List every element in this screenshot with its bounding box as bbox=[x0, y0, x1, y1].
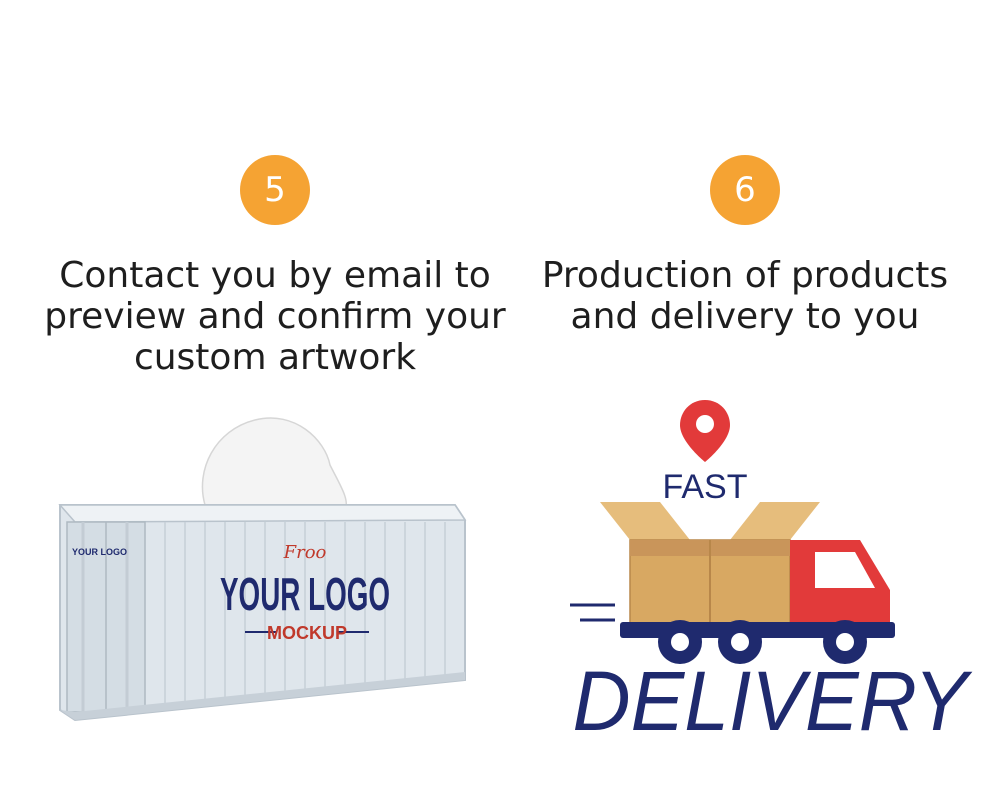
caption-line: and delivery to you bbox=[570, 296, 920, 337]
container-bottom-rail bbox=[60, 672, 465, 720]
container-corrugation bbox=[164, 522, 446, 710]
step-caption: Production of products and delivery to y… bbox=[542, 255, 948, 337]
truck-wheels bbox=[658, 620, 867, 664]
box-flap bbox=[600, 502, 690, 540]
step-number-badge: 6 bbox=[710, 155, 780, 225]
script-text: Froo bbox=[283, 542, 327, 563]
location-pin-icon bbox=[680, 400, 730, 462]
caption-line: Production of products bbox=[541, 255, 949, 296]
step-5: 5 Contact you by email to preview and co… bbox=[25, 155, 525, 378]
caption-line: preview and confirm your bbox=[44, 296, 506, 337]
fast-delivery-image: FAST DELIVERY bbox=[570, 400, 974, 748]
delivery-text: DELIVERY bbox=[573, 654, 974, 748]
container-tissue-box-image: YOUR LOGO Froo YOUR LOGO MOCKUP bbox=[58, 417, 467, 722]
logo-text: YOUR LOGO bbox=[220, 568, 390, 620]
step-6: 6 Production of products and delivery to… bbox=[495, 155, 995, 337]
box-flap bbox=[730, 502, 820, 540]
side-logo-text: YOUR LOGO bbox=[72, 547, 127, 557]
caption-line: custom artwork bbox=[133, 337, 417, 378]
step-number-badge: 5 bbox=[240, 155, 310, 225]
step-caption: Contact you by email to preview and conf… bbox=[44, 255, 505, 378]
mockup-text: MOCKUP bbox=[267, 623, 347, 643]
tissue-paper bbox=[201, 417, 347, 511]
truck-window bbox=[815, 552, 875, 588]
caption-line: Contact you by email to bbox=[59, 255, 491, 296]
container-top bbox=[58, 504, 467, 523]
fast-text: FAST bbox=[662, 468, 747, 506]
